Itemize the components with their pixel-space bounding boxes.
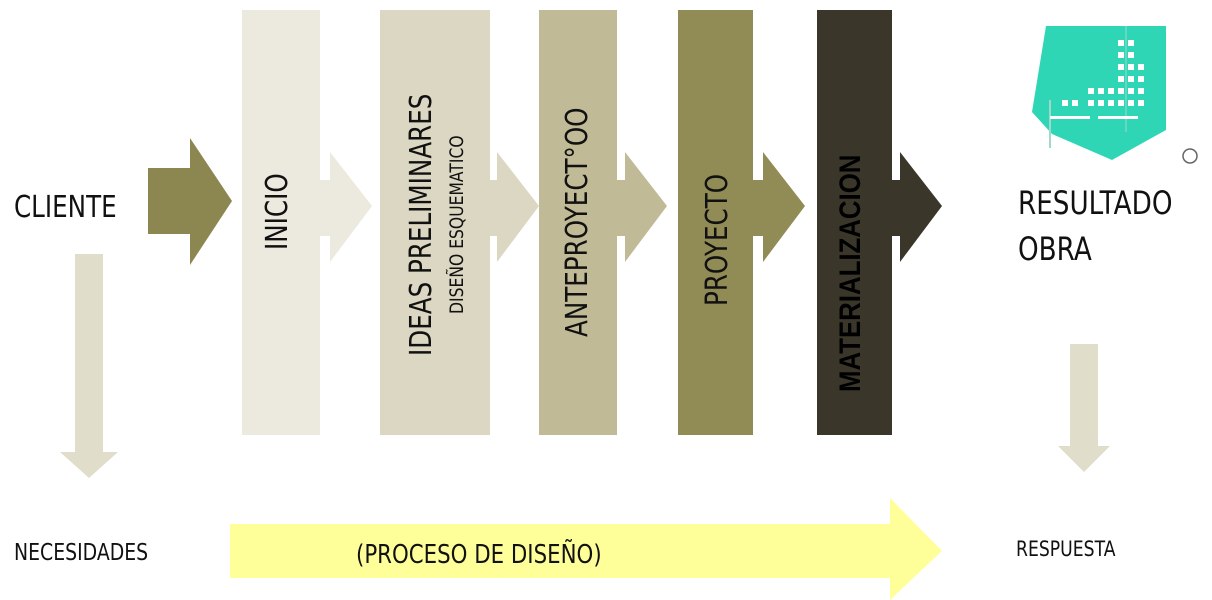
- building-icon: [1032, 26, 1166, 160]
- stage-label-materializacion: MATERIALIZACION: [834, 154, 867, 392]
- stage-label-anteproyecto: ANTEPROYECT°OO: [560, 107, 595, 337]
- result-down-arrow: [1058, 344, 1110, 472]
- process-label: (PROCESO DE DISEÑO): [356, 540, 602, 570]
- client-arrow: [148, 138, 232, 265]
- stage-arrow-4: [752, 152, 805, 262]
- small-circle-icon: [1182, 148, 1198, 164]
- stage-label-ideas: IDEAS PRELIMINARES: [404, 93, 439, 356]
- stage-column-anteproyecto: [539, 10, 617, 435]
- process-arrow: [230, 498, 942, 600]
- stage-arrow-3: [616, 152, 667, 262]
- response-label: RESPUESTA: [1016, 537, 1116, 561]
- stage-arrow-1: [319, 152, 372, 262]
- result-label-line1: RESULTADO: [1018, 184, 1173, 222]
- stage-column-proyecto: [678, 10, 753, 435]
- client-label: CLIENTE: [14, 190, 117, 225]
- needs-label: NECESIDADES: [14, 540, 149, 566]
- stage-sublabel-ideas: DISEÑO ESQUEMATICO: [446, 135, 468, 314]
- stage-arrow-5: [891, 152, 942, 262]
- result-label-line2: OBRA: [1018, 230, 1092, 268]
- client-down-arrow: [60, 254, 118, 478]
- stage-label-proyecto: PROYECTO: [700, 173, 735, 306]
- stage-column-inicio: [242, 10, 320, 435]
- stage-arrow-2: [489, 152, 539, 262]
- stage-label-inicio: INICIO: [260, 173, 295, 250]
- stage-column-ideas: [380, 10, 490, 435]
